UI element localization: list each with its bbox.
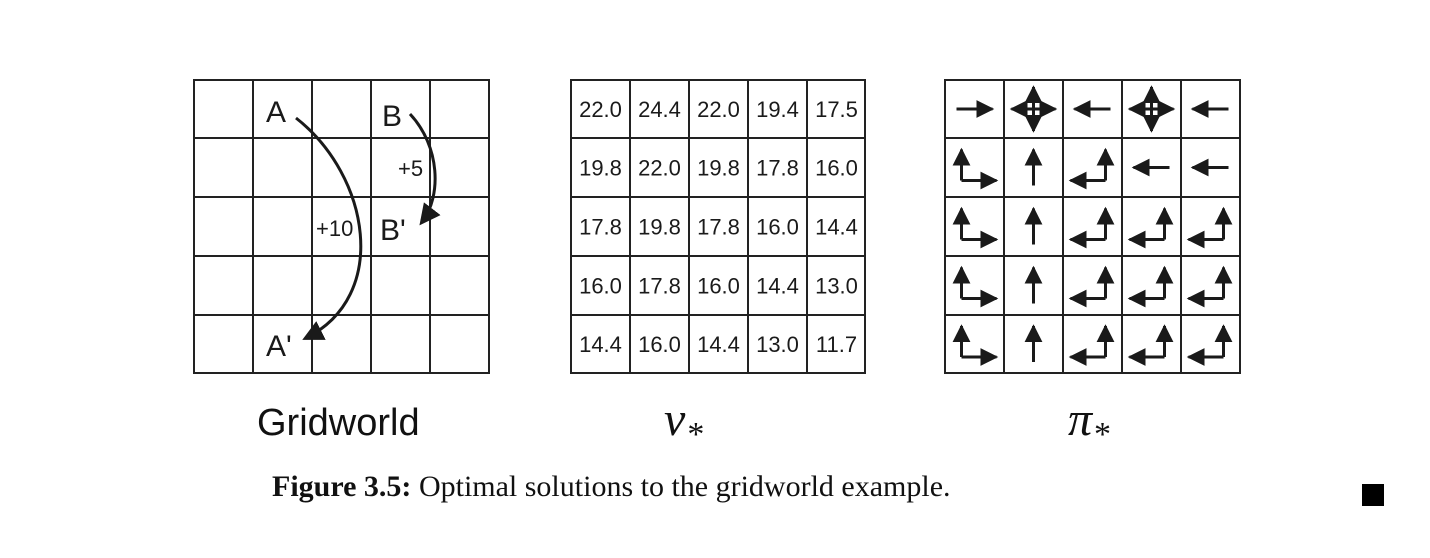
value-cell: 14.4 xyxy=(756,274,799,299)
policy-arrow-up-left-icon xyxy=(1127,265,1174,308)
value-cell: 17.8 xyxy=(638,274,681,299)
value-cell: 24.4 xyxy=(638,97,681,122)
value-cell: 17.8 xyxy=(579,215,622,240)
teleport-arrow-b xyxy=(408,112,441,226)
policy-arrow-up-right-icon xyxy=(952,206,999,249)
value-cell: 13.0 xyxy=(815,274,858,299)
teleport-arrow-a xyxy=(295,116,363,340)
state-a-prime-label: A' xyxy=(266,330,292,363)
end-of-proof-mark xyxy=(1362,484,1384,506)
policy-arrow-up-left-icon xyxy=(1068,324,1115,366)
value-cell: 16.0 xyxy=(815,156,858,181)
optimal-policy-grid xyxy=(944,79,1241,374)
value-cell: 17.5 xyxy=(815,97,858,122)
value-cell: 14.4 xyxy=(815,215,858,240)
caption-text: Optimal solutions to the gridworld examp… xyxy=(411,470,951,503)
value-cells: 22.0 24.4 22.0 19.4 17.5 19.8 22.0 19.8 17.8 16.0… xyxy=(579,97,858,357)
policy-arrow-up-left-icon xyxy=(1068,147,1115,190)
state-b-prime-label: B' xyxy=(380,214,406,247)
value-cell: 11.7 xyxy=(816,332,857,357)
value-cell: 16.0 xyxy=(579,274,622,299)
value-cell: 19.8 xyxy=(579,156,622,181)
value-cell: 19.4 xyxy=(756,97,799,122)
policy-arrow-up-left-icon xyxy=(1127,206,1174,249)
policy-arrow-up-right-icon xyxy=(952,265,999,308)
state-value-grid: 22.0 24.4 22.0 19.4 17.5 19.8 22.0 19.8 17.8 16.0… xyxy=(570,79,866,374)
figure-caption: Figure 3.5: Optimal solutions to the gri… xyxy=(272,470,951,504)
value-cell: 22.0 xyxy=(579,97,622,122)
policy-arrow-up-right-icon xyxy=(952,324,999,366)
policy-arrow-up-left-icon xyxy=(1186,206,1233,249)
policy-arrow-up-left-icon xyxy=(1068,265,1115,308)
policy-grid-lines xyxy=(944,79,1241,374)
policy-arrow-up-left-icon xyxy=(1186,265,1233,308)
value-grid-lines xyxy=(570,79,866,374)
value-cell: 14.4 xyxy=(579,332,622,357)
policy-cells xyxy=(952,85,1233,366)
state-b-label: B xyxy=(382,100,402,133)
value-cell: 17.8 xyxy=(756,156,799,181)
state-a-label: A xyxy=(266,96,286,129)
policy-arrow-all-icon xyxy=(1009,85,1058,133)
value-cell: 22.0 xyxy=(638,156,681,181)
gridworld-title: Gridworld xyxy=(257,402,420,444)
policy-symbol: π xyxy=(1068,393,1093,446)
reward-b-label: +5 xyxy=(398,156,423,181)
policy-arrow-up-left-icon xyxy=(1127,324,1174,366)
optimal-value-title: v* xyxy=(664,392,704,453)
policy-arrow-up-right-icon xyxy=(952,147,999,190)
optimal-policy-title: π* xyxy=(1068,392,1111,453)
value-cell: 16.0 xyxy=(697,274,740,299)
value-cell: 19.8 xyxy=(638,215,681,240)
gridworld-diagram: A B A' B' +10 +5 xyxy=(193,79,490,374)
value-cell: 13.0 xyxy=(756,332,799,357)
reward-a-label: +10 xyxy=(316,216,353,241)
policy-arrow-all-icon xyxy=(1127,85,1176,133)
value-cell: 19.8 xyxy=(697,156,740,181)
policy-arrow-up-left-icon xyxy=(1068,206,1115,249)
value-cell: 16.0 xyxy=(756,215,799,240)
value-cell: 16.0 xyxy=(638,332,681,357)
policy-subscript: * xyxy=(1094,416,1112,453)
value-subscript: * xyxy=(687,416,705,453)
policy-arrow-up-left-icon xyxy=(1186,324,1233,366)
value-cell: 17.8 xyxy=(697,215,740,240)
value-cell: 22.0 xyxy=(697,97,740,122)
caption-prefix: Figure 3.5: xyxy=(272,470,412,503)
value-cell: 14.4 xyxy=(697,332,740,357)
value-symbol: v xyxy=(664,393,686,446)
